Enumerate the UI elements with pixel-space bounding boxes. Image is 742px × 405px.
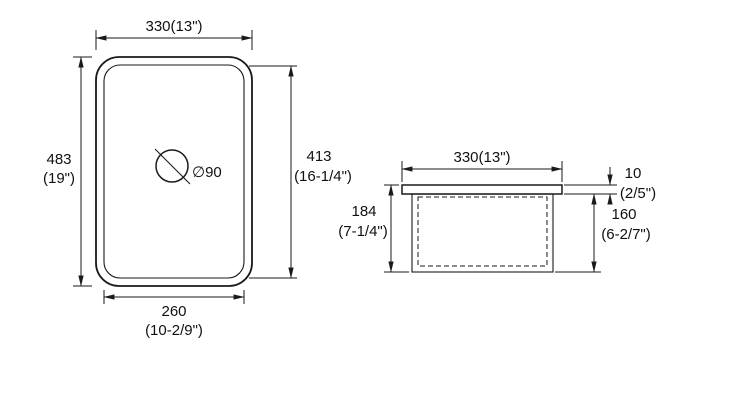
sink-inner-outline	[103, 64, 245, 279]
sink-outer-outline	[95, 56, 253, 287]
outer-width-label: 330(13")	[145, 18, 202, 35]
rim-outline	[401, 184, 563, 195]
inner-width-mm-label: 260	[161, 303, 186, 320]
bowl-depth-mm-label: 160	[611, 206, 636, 223]
overall-height-in-label: (7-1/4")	[338, 223, 388, 240]
bowl-outline	[411, 193, 554, 273]
drain-hole-circle	[155, 149, 189, 183]
drain-hole-slash	[154, 148, 191, 185]
outer-height-mm-label: 483	[46, 151, 71, 168]
rim-thickness-mm-label: 10	[625, 165, 642, 182]
side-view: 330(13") 10 (2/5") 184 (7-1/4") 160 (6-2…	[338, 149, 656, 273]
bowl-hidden-wall-dashed	[417, 196, 548, 267]
inner-width-in-label: (10-2/9")	[145, 322, 203, 339]
inner-height-mm-label: 413	[306, 148, 331, 165]
bowl-depth-in-label: (6-2/7")	[601, 226, 651, 243]
rim-thickness-in-label: (2/5")	[620, 185, 656, 202]
outer-height-in-label: (19")	[43, 170, 75, 187]
drain-diameter-label: ∅90	[192, 164, 222, 181]
inner-height-in-label: (16-1/4")	[294, 168, 352, 185]
side-top-width-label: 330(13")	[453, 149, 510, 166]
overall-height-mm-label: 184	[351, 203, 376, 220]
top-view: ∅90 330(13") 483 (19") 413 (16-1/4") 260…	[43, 18, 352, 339]
